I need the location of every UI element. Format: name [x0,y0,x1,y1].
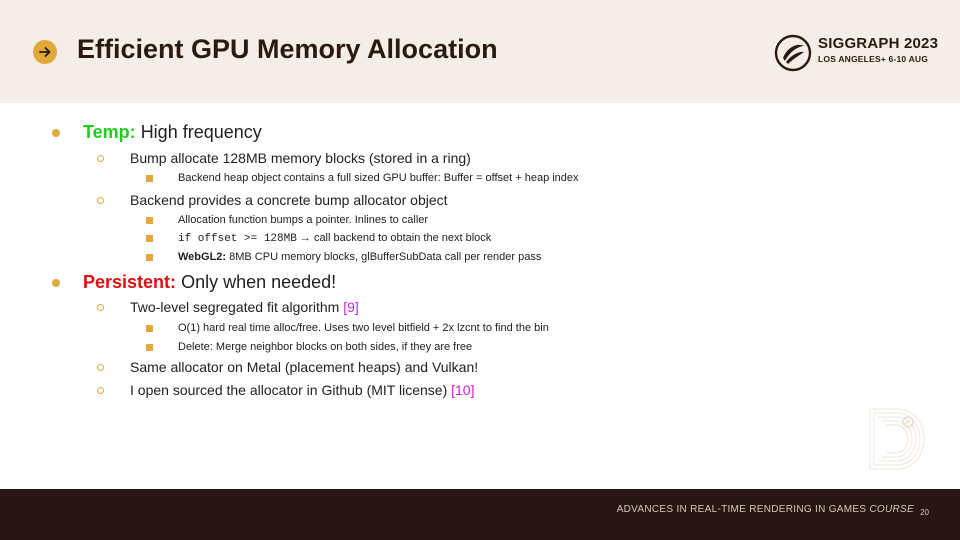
reference-link[interactable]: [10] [451,382,475,398]
arrow-right-icon [33,40,57,64]
bullet-icon [97,387,104,394]
footer-course: COURSE [869,504,914,515]
bullet-text: Two-level segregated fit algorithm [130,299,344,315]
bullet-icon [97,304,104,311]
bullet-icon [146,254,153,261]
list-item: if offset >= 128MB → call backend to obt… [178,232,491,245]
list-item: Temp: High frequency [83,122,262,143]
list-item: I open sourced the allocator in Github (… [130,382,474,398]
page-number: 20 [920,508,929,517]
bullet-text: 8MB CPU memory blocks, glBufferSubData c… [226,251,542,263]
list-item: Two-level segregated fit algorithm [9] [130,299,359,315]
bullet-icon [52,129,60,137]
bullet-icon [52,279,60,287]
bullet-label: Temp: [83,122,136,142]
bullet-icon [97,364,104,371]
bullet-label: Persistent: [83,272,177,292]
slide-footer: ADVANCES IN REAL-TIME RENDERING IN GAMES… [0,489,960,540]
bullet-icon [146,217,153,224]
list-item: WebGL2: 8MB CPU memory blocks, glBufferS… [178,251,541,263]
slide-title: Efficient GPU Memory Allocation [77,34,498,64]
bullet-label: WebGL2: [178,251,227,263]
footer-text: ADVANCES IN REAL-TIME RENDERING IN GAMES [616,504,870,515]
logo-subtitle: LOS ANGELES+ 6-10 AUG [818,54,929,64]
list-item: Backend provides a concrete bump allocat… [130,192,448,208]
bullet-icon [146,344,153,351]
list-item: O(1) hard real time alloc/free. Uses two… [178,322,549,334]
bullet-text: → call backend to obtain the next block [296,232,492,244]
footer-course-title: ADVANCES IN REAL-TIME RENDERING IN GAMES… [617,504,914,515]
bullet-icon [146,325,153,332]
list-item: Delete: Merge neighbor blocks on both si… [178,341,473,353]
bullet-icon [97,155,104,162]
list-item: Bump allocate 128MB memory blocks (store… [130,150,471,166]
logo-name: SIGGRAPH 2023 [818,35,939,52]
decorative-watermark-icon [869,408,925,470]
list-item: Same allocator on Metal (placement heaps… [130,359,479,375]
siggraph-logo: SIGGRAPH 2023 LOS ANGELES+ 6-10 AUG [774,33,944,73]
list-item: Backend heap object contains a full size… [178,172,579,184]
bullet-text: Only when needed! [181,272,337,292]
reference-link[interactable]: [9] [343,299,359,315]
bullet-icon [97,197,104,204]
bullet-icon [146,175,153,182]
list-item: Allocation function bumps a pointer. Inl… [178,214,429,226]
bullet-icon [146,235,153,242]
bullet-text: High frequency [140,122,262,142]
list-item: Persistent: Only when needed! [83,272,336,293]
code-snippet: if offset >= 128MB [178,233,297,245]
slide-header: Efficient GPU Memory Allocation SIGGRAPH… [0,0,960,103]
bullet-text: I open sourced the allocator in Github (… [130,382,452,398]
